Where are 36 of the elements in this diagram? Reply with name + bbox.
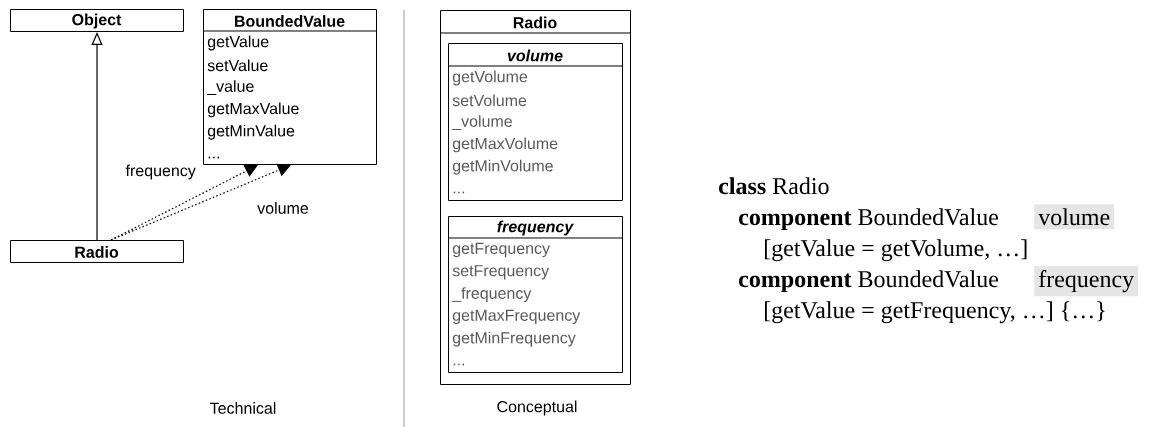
- member-text: getMaxVolume: [452, 137, 558, 153]
- code-line: class Radio: [719, 177, 829, 195]
- highlighted-text: frequency: [1034, 266, 1139, 297]
- code-line: component BoundedValue: [739, 270, 999, 293]
- member-text: ...: [208, 156, 220, 159]
- class-box: BoundedValue getValue setValue _value getMaxValue getMinValue ...: [202, 9, 377, 165]
- arrow: [91, 32, 103, 241]
- edge-label: volume: [255, 200, 311, 216]
- member-text: setFrequency: [452, 265, 550, 280]
- class-box: Object: [10, 9, 184, 32]
- member-text: _volume: [451, 115, 512, 130]
- code-line: component BoundedValue: [739, 208, 999, 231]
- class-box: volume getVolume setVolume _volume getMaxVolume getMinVolume ...: [447, 43, 623, 201]
- arrow: [110, 163, 291, 241]
- member-text: getMinFrequency: [452, 331, 576, 347]
- highlighted-text: volume: [1034, 204, 1115, 230]
- member-text: setVolume: [452, 94, 527, 107]
- member-text: getMaxFrequency: [452, 309, 581, 325]
- class-box: Radio: [10, 240, 184, 263]
- member-text: getVolume: [452, 70, 528, 86]
- member-text: getMinVolume: [452, 159, 553, 175]
- member-text: _value: [207, 80, 254, 95]
- caption-text: Conceptual: [497, 400, 577, 416]
- code-line: [getValue = getFrequency, …] {…}: [765, 301, 1105, 324]
- member-text: setValue: [207, 59, 268, 72]
- class-box: frequency getFrequency setFrequency _frequency getMaxFrequency getMinFrequency ...: [447, 216, 623, 373]
- member-text: getValue: [207, 35, 269, 51]
- caption-text: Technical: [210, 402, 276, 414]
- member-text: getMinValue: [207, 124, 295, 140]
- member-text: getMaxValue: [207, 102, 299, 118]
- member-text: getFrequency: [452, 242, 550, 258]
- member-text: ...: [453, 363, 465, 366]
- member-text: _frequency: [451, 287, 532, 303]
- edge-label: frequency: [123, 162, 198, 182]
- member-text: ...: [453, 191, 465, 194]
- code-line: [getValue = getVolume, …]: [765, 239, 1027, 262]
